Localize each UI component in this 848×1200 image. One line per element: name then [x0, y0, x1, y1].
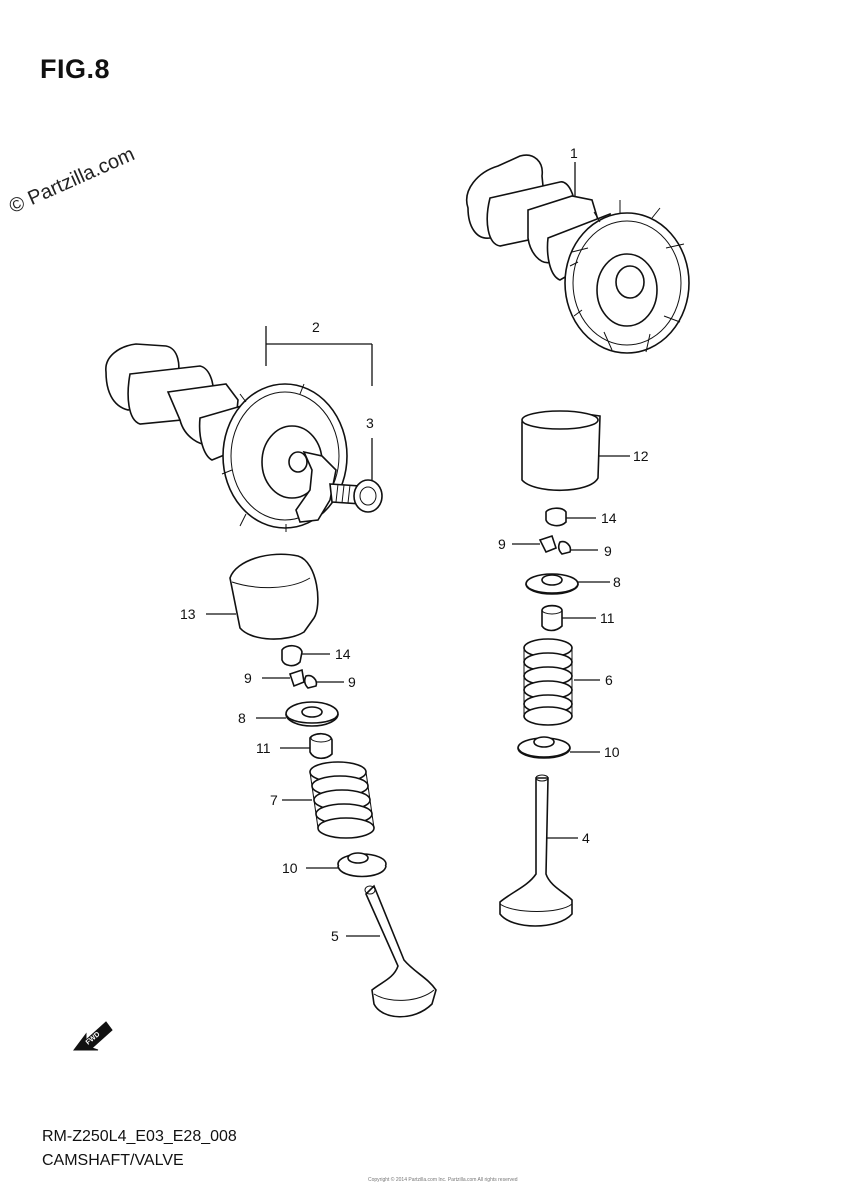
callout-9-right-a: 9 [498, 536, 506, 552]
callout-12: 12 [633, 448, 649, 464]
camshaft-intake [105, 343, 348, 532]
callout-4: 4 [582, 830, 590, 846]
callout-13: 13 [180, 606, 196, 622]
callout-14-right: 14 [601, 510, 617, 526]
valve-intake [364, 884, 437, 1018]
spring-retainer-left [285, 701, 339, 727]
shim-left [281, 644, 303, 667]
callout-6: 6 [605, 672, 613, 688]
callout-8-right: 8 [613, 574, 621, 590]
spring-seat-left [337, 852, 387, 878]
callout-1: 1 [570, 145, 578, 161]
figure-title: FIG.8 [40, 54, 111, 84]
callout-2: 2 [312, 319, 320, 335]
valve-spring-right [523, 638, 573, 726]
callout-3: 3 [366, 415, 374, 431]
callout-9-left-b: 9 [348, 674, 356, 690]
callout-5: 5 [331, 928, 339, 944]
spring-seat-right [517, 736, 571, 759]
copyright-fine-print: Copyright © 2014 Partzilla.com Inc. Part… [368, 1177, 518, 1183]
model-code: RM-Z250L4_E03_E28_008 [42, 1128, 237, 1145]
callout-7: 7 [270, 792, 278, 808]
cotter-right-b [557, 540, 572, 555]
callout-11-right: 11 [600, 610, 615, 626]
valve-stem-seal-left [309, 732, 333, 760]
decompression-lever [295, 450, 337, 523]
valve-exhaust [499, 774, 573, 927]
cotter-right-a [538, 534, 557, 554]
tappet-left [229, 553, 319, 640]
callout-10-left: 10 [282, 860, 298, 876]
callout-9-right-b: 9 [604, 543, 612, 559]
spring-retainer-right [525, 573, 579, 595]
callout-10-right: 10 [604, 744, 620, 760]
callout-11-left: 11 [256, 740, 271, 756]
section-name: CAMSHAFT/VALVE [42, 1152, 184, 1169]
callout-14-left: 14 [335, 646, 351, 662]
valve-stem-seal-right [541, 604, 563, 632]
callout-8-left: 8 [238, 710, 246, 726]
camshaft-exhaust [465, 154, 690, 354]
shim-right [545, 507, 567, 527]
callout-9-left-a: 9 [244, 670, 252, 686]
forward-arrow-icon: FWD [73, 1021, 113, 1051]
cotter-left-a [288, 668, 305, 688]
tappet-right [521, 410, 601, 492]
bolt [329, 479, 383, 513]
valve-spring-left [309, 761, 375, 839]
cotter-left-b [303, 674, 318, 689]
